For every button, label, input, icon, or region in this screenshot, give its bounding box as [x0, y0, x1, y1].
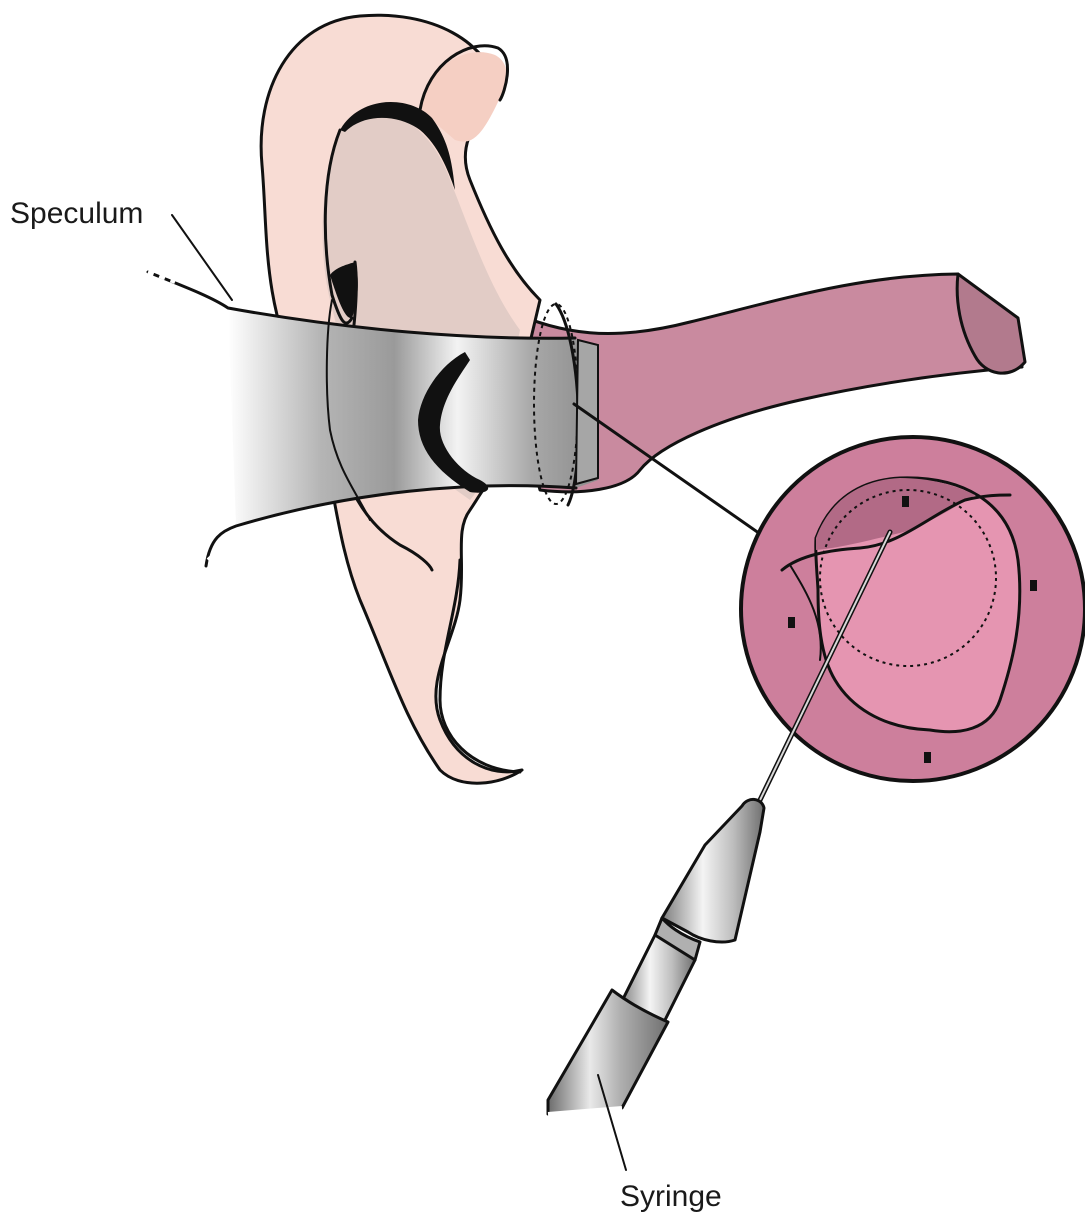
speculum-dash-top — [148, 272, 175, 282]
drum-marker-right — [1030, 580, 1037, 591]
syringe-hub — [662, 799, 764, 942]
speculum-label: Speculum — [10, 197, 143, 230]
drum-marker-bottom — [924, 752, 931, 763]
drum-marker-top — [902, 496, 909, 507]
syringe-label: Syringe — [620, 1180, 722, 1213]
drum-marker-left — [788, 617, 795, 628]
speculum-leader-line — [172, 215, 232, 300]
